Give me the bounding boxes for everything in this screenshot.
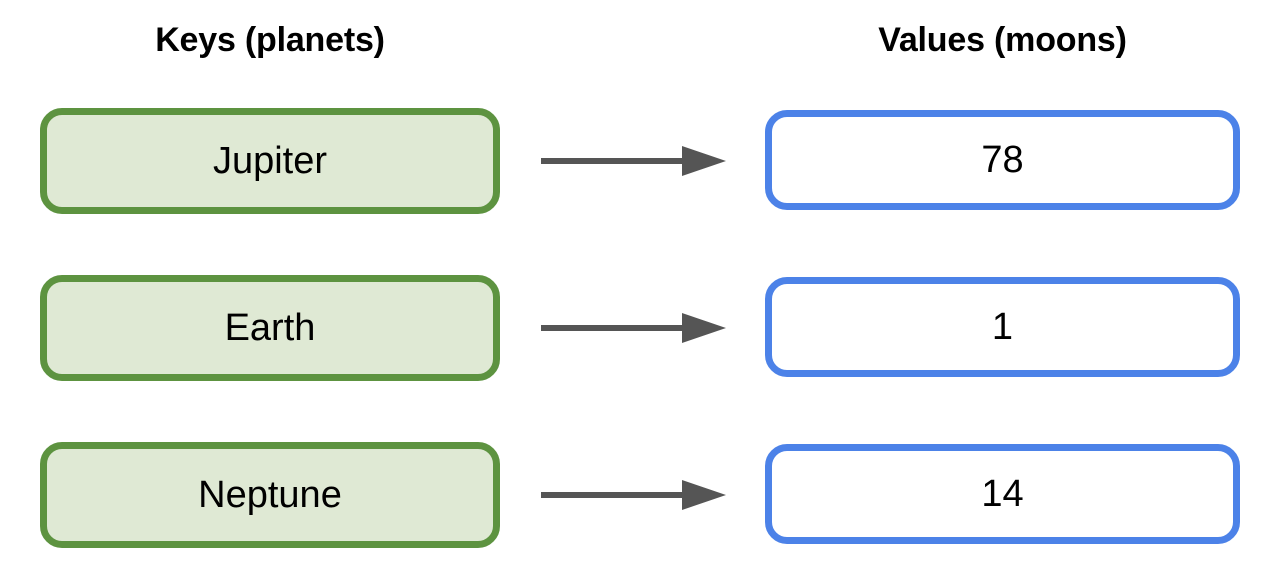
keys-column-header: Keys (planets) bbox=[155, 21, 385, 59]
value-box: 14 bbox=[765, 444, 1240, 544]
values-column-header: Values (moons) bbox=[878, 21, 1127, 59]
key-box: Earth bbox=[40, 275, 500, 381]
key-label: Neptune bbox=[198, 474, 342, 516]
key-box: Jupiter bbox=[40, 108, 500, 214]
mapping-row: Neptune 14 bbox=[0, 442, 1288, 548]
mapping-row: Jupiter 78 bbox=[0, 108, 1288, 214]
right-arrow-icon bbox=[536, 142, 732, 180]
key-label: Jupiter bbox=[212, 140, 328, 182]
value-label: 1 bbox=[991, 306, 1014, 348]
right-arrow-icon bbox=[536, 476, 732, 514]
mapping-row: Earth 1 bbox=[0, 275, 1288, 381]
key-box: Neptune bbox=[40, 442, 500, 548]
right-arrow-icon bbox=[536, 309, 732, 347]
value-box: 78 bbox=[765, 110, 1240, 210]
key-label: Earth bbox=[224, 307, 316, 349]
value-box: 1 bbox=[765, 277, 1240, 377]
value-label: 78 bbox=[981, 139, 1024, 181]
value-label: 14 bbox=[981, 473, 1024, 515]
